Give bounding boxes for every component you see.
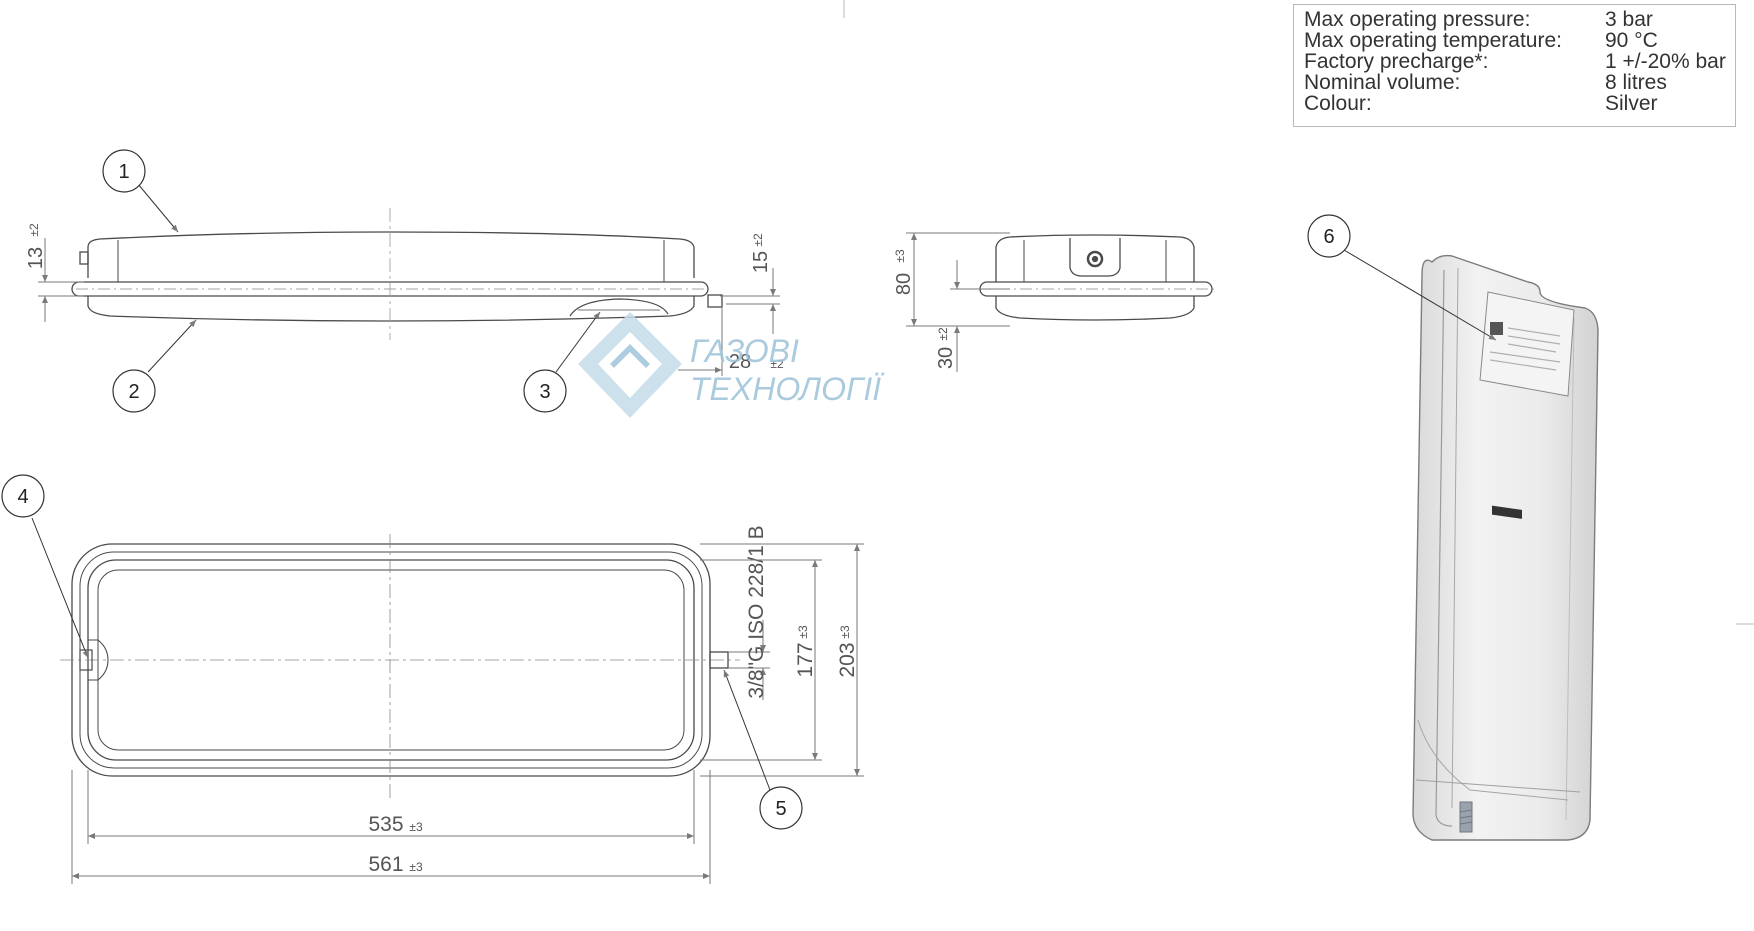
dimension-30 <box>950 260 1010 372</box>
spec-value: Silver <box>1605 92 1658 115</box>
callout-1-number: 1 <box>118 161 129 183</box>
tank-label-logo <box>1492 505 1522 519</box>
callout-5: 5 <box>723 669 803 830</box>
callout-5-number: 5 <box>775 798 786 820</box>
spec-row-temperature: Max operating temperature: 90 °C <box>1304 30 1734 51</box>
dim-28-value: 28 <box>729 351 751 373</box>
callout-3-number: 3 <box>539 381 550 403</box>
side-view-label-plate <box>569 298 669 317</box>
front-view <box>60 534 740 800</box>
dim-80-tolerance: ±3 <box>893 249 907 263</box>
specifications-table: Max operating pressure: 3 bar Max operat… <box>1293 4 1736 127</box>
dim-177-value: 177 <box>794 642 817 677</box>
dim-30-value: 30 <box>935 347 957 369</box>
spec-row-pressure: Max operating pressure: 3 bar <box>1304 9 1734 30</box>
front-view-valve <box>79 649 93 671</box>
spec-label: Factory precharge*: <box>1304 50 1489 73</box>
dim-13-tolerance: ±2 <box>27 223 41 237</box>
spec-value: 3 bar <box>1605 8 1653 31</box>
spec-row-precharge: Factory precharge*: 1 +/-20% bar <box>1304 51 1734 72</box>
side-view <box>71 208 723 340</box>
thread-label: 3/8"G ISO 228/1 B <box>745 525 768 698</box>
dim-15-value: 15 <box>750 251 772 273</box>
dimension-15 <box>720 268 780 334</box>
dim-30-tolerance: ±2 <box>936 327 950 341</box>
tank-3d-view <box>1412 254 1599 841</box>
callout-2: 2 <box>112 319 197 413</box>
tank-body <box>1412 254 1599 841</box>
dim-535-value: 535 <box>368 813 403 836</box>
dim-15-tolerance: ±2 <box>751 233 765 247</box>
callout-4-number: 4 <box>17 486 28 508</box>
spec-label: Max operating pressure: <box>1304 8 1531 31</box>
end-view-lower-shell <box>995 296 1195 321</box>
side-view-valve <box>79 251 89 265</box>
dim-203-tolerance: ±3 <box>838 625 852 639</box>
front-view-valve-recess <box>88 639 109 681</box>
spec-label: Nominal volume: <box>1304 71 1461 94</box>
end-view-valve <box>1086 250 1104 268</box>
dim-80-value: 80 <box>893 273 915 295</box>
watermark: ГАЗОВІ ТЕХНОЛОГІЇ <box>578 312 885 418</box>
tank-label-plate <box>1479 291 1575 397</box>
watermark-logo-icon <box>578 312 682 418</box>
dim-561-value: 561 <box>368 853 403 876</box>
spec-value: 1 +/-20% bar <box>1605 50 1726 73</box>
dim-28-tolerance: ±2 <box>770 357 784 371</box>
dimension-80 <box>906 232 1010 327</box>
dim-177-tolerance: ±3 <box>796 625 810 639</box>
callout-6: 6 <box>1307 214 1497 341</box>
callout-1: 1 <box>102 149 179 233</box>
end-view-valve-housing <box>1069 238 1121 277</box>
dimension-177 <box>700 559 822 761</box>
spec-row-colour: Colour: Silver <box>1304 93 1734 114</box>
spec-label: Max operating temperature: <box>1304 29 1562 52</box>
dim-203-value: 203 <box>836 642 859 677</box>
front-view-connector <box>709 651 729 669</box>
tank-label-qr-code <box>1490 322 1503 335</box>
callout-6-number: 6 <box>1323 226 1334 248</box>
dim-13-value: 13 <box>25 247 47 269</box>
dimension-28 <box>678 308 723 376</box>
end-view <box>976 234 1216 321</box>
spec-value: 8 litres <box>1605 71 1667 94</box>
watermark-line-2: ТЕХНОЛОГІЇ <box>690 371 885 407</box>
callout-2-number: 2 <box>128 381 139 403</box>
dim-561-tolerance: ±3 <box>409 860 423 874</box>
dimension-203 <box>700 543 864 777</box>
dimension-535 <box>87 770 695 844</box>
spec-value: 90 °C <box>1605 29 1658 52</box>
spec-label: Colour: <box>1304 92 1372 115</box>
dim-535-tolerance: ±3 <box>409 820 423 834</box>
dimension-thread <box>728 620 770 700</box>
side-view-connector <box>707 294 723 308</box>
spec-row-volume: Nominal volume: 8 litres <box>1304 72 1734 93</box>
dimension-561 <box>71 770 711 884</box>
callout-4: 4 <box>1 474 89 659</box>
watermark-line-1: ГАЗОВІ <box>690 333 799 369</box>
end-view-upper-shell <box>995 234 1195 282</box>
side-view-upper-shell <box>87 231 695 278</box>
callout-3: 3 <box>523 311 601 413</box>
dimension-13 <box>38 238 84 322</box>
